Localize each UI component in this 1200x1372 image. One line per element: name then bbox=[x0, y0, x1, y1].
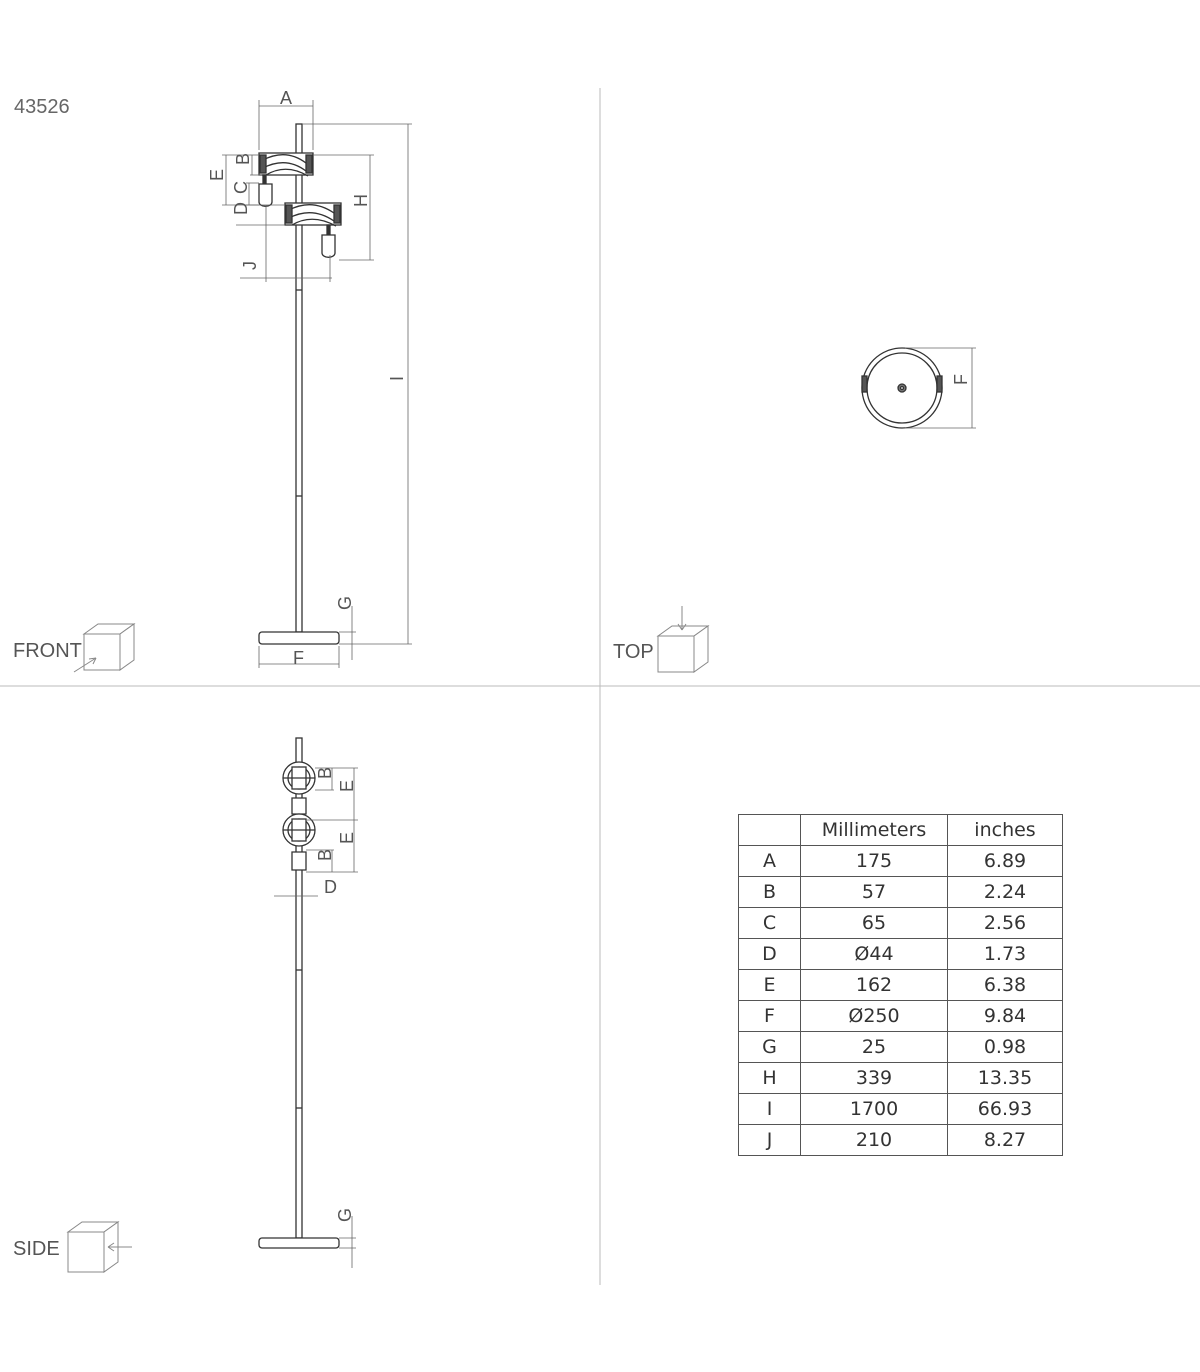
table-row: D Ø44 1.73 bbox=[738, 938, 1063, 970]
front-view-lamp bbox=[258, 123, 342, 645]
table-cell-mm: 25 bbox=[800, 1031, 948, 1063]
table-cell-letter: A bbox=[738, 845, 801, 877]
front-view-label: FRONT bbox=[13, 640, 82, 662]
quadrant-dividers bbox=[0, 88, 1200, 1285]
dim-label-f: F bbox=[293, 648, 304, 668]
dim-label-b-side-lower: B bbox=[315, 849, 335, 861]
table-cell-in: 2.56 bbox=[947, 907, 1063, 939]
table-cell-letter: F bbox=[738, 1000, 801, 1032]
table-row: G 25 0.98 bbox=[738, 1031, 1063, 1063]
table-header-millimeters: Millimeters bbox=[800, 814, 948, 846]
dim-label-d: D bbox=[231, 202, 251, 215]
dim-label-f-top: F bbox=[951, 374, 971, 385]
top-view-dimension bbox=[905, 347, 976, 429]
table-row: F Ø250 9.84 bbox=[738, 1000, 1063, 1032]
side-view-label: SIDE bbox=[13, 1238, 60, 1260]
table-cell-mm: Ø250 bbox=[800, 1000, 948, 1032]
table-cell-mm: Ø44 bbox=[800, 938, 948, 970]
table-cell-in: 2.24 bbox=[947, 876, 1063, 908]
table-cell-letter: B bbox=[738, 876, 801, 908]
table-cell-in: 8.27 bbox=[947, 1124, 1063, 1156]
table-cell-mm: 175 bbox=[800, 845, 948, 877]
top-view-base bbox=[861, 347, 943, 429]
table-cell-letter: H bbox=[738, 1062, 801, 1094]
front-view-dimension-lines bbox=[222, 100, 412, 668]
table-row: A 175 6.89 bbox=[738, 845, 1063, 877]
table-row: I 1700 66.93 bbox=[738, 1093, 1063, 1125]
table-header-inches: inches bbox=[947, 814, 1063, 846]
table-cell-mm: 1700 bbox=[800, 1093, 948, 1125]
dim-label-e: E bbox=[207, 169, 227, 181]
table-cell-in: 6.89 bbox=[947, 845, 1063, 877]
table-row: C 65 2.56 bbox=[738, 907, 1063, 939]
dim-label-e-side-upper: E bbox=[337, 780, 357, 792]
dim-label-d-side: D bbox=[324, 877, 337, 897]
table-cell-in: 9.84 bbox=[947, 1000, 1063, 1032]
side-view-dimension-letters: B E E B D G bbox=[315, 767, 357, 1222]
dimensions-table: Millimeters inches A 175 6.89 B 57 2.24 … bbox=[738, 814, 1063, 1156]
table-cell-in: 13.35 bbox=[947, 1062, 1063, 1094]
table-cell-mm: 57 bbox=[800, 876, 948, 908]
top-view-label: TOP bbox=[613, 641, 654, 663]
table-row: B 57 2.24 bbox=[738, 876, 1063, 908]
table-cell-mm: 210 bbox=[800, 1124, 948, 1156]
dim-label-g: G bbox=[335, 596, 355, 610]
table-row: H 339 13.35 bbox=[738, 1062, 1063, 1094]
dim-label-g-side: G bbox=[335, 1208, 355, 1222]
dim-label-c: C bbox=[231, 181, 251, 194]
table-cell-mm: 65 bbox=[800, 907, 948, 939]
dim-label-h: H bbox=[351, 194, 371, 207]
table-cell-in: 1.73 bbox=[947, 938, 1063, 970]
side-view-indicator: SIDE bbox=[13, 1221, 132, 1273]
table-cell-in: 6.38 bbox=[947, 969, 1063, 1001]
table-cell-mm: 162 bbox=[800, 969, 948, 1001]
table-cell-mm: 339 bbox=[800, 1062, 948, 1094]
table-row: E 162 6.38 bbox=[738, 969, 1063, 1001]
front-view-dimension-letters: A B E C D H J I G F bbox=[207, 88, 407, 668]
table-header-letter bbox=[738, 814, 801, 846]
table-cell-letter: D bbox=[738, 938, 801, 970]
table-cell-letter: I bbox=[738, 1093, 801, 1125]
side-view-lamp bbox=[258, 737, 340, 1249]
dim-label-b-side-upper: B bbox=[315, 767, 335, 779]
table-cell-letter: E bbox=[738, 969, 801, 1001]
table-header-row: Millimeters inches bbox=[738, 814, 1063, 846]
dim-label-e-side-lower: E bbox=[337, 832, 357, 844]
table-cell-letter: G bbox=[738, 1031, 801, 1063]
table-cell-letter: C bbox=[738, 907, 801, 939]
dim-label-a: A bbox=[280, 88, 292, 108]
dim-label-b: B bbox=[233, 153, 253, 165]
top-view-indicator: TOP bbox=[613, 606, 710, 673]
front-view-indicator: FRONT bbox=[13, 623, 136, 673]
table-cell-in: 66.93 bbox=[947, 1093, 1063, 1125]
dim-label-i: I bbox=[387, 376, 407, 381]
table-cell-letter: J bbox=[738, 1124, 801, 1156]
table-cell-in: 0.98 bbox=[947, 1031, 1063, 1063]
dim-label-j: J bbox=[240, 261, 260, 270]
side-view-dimension-lines bbox=[274, 767, 358, 1268]
table-row: J 210 8.27 bbox=[738, 1124, 1063, 1156]
model-number: 43526 bbox=[14, 96, 70, 118]
